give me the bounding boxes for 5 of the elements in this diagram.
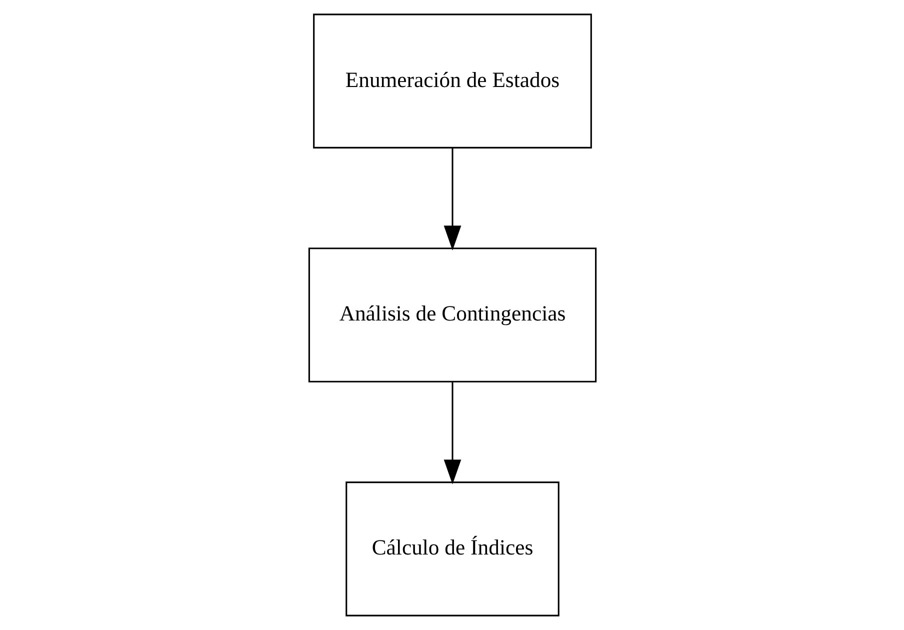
arrow [443, 382, 461, 484]
node-box: Análisis de Contingencias [308, 248, 596, 382]
node-box: Enumeración de Estados [312, 14, 592, 148]
node-box: Cálculo de Índices [345, 482, 559, 616]
arrow [443, 148, 461, 250]
